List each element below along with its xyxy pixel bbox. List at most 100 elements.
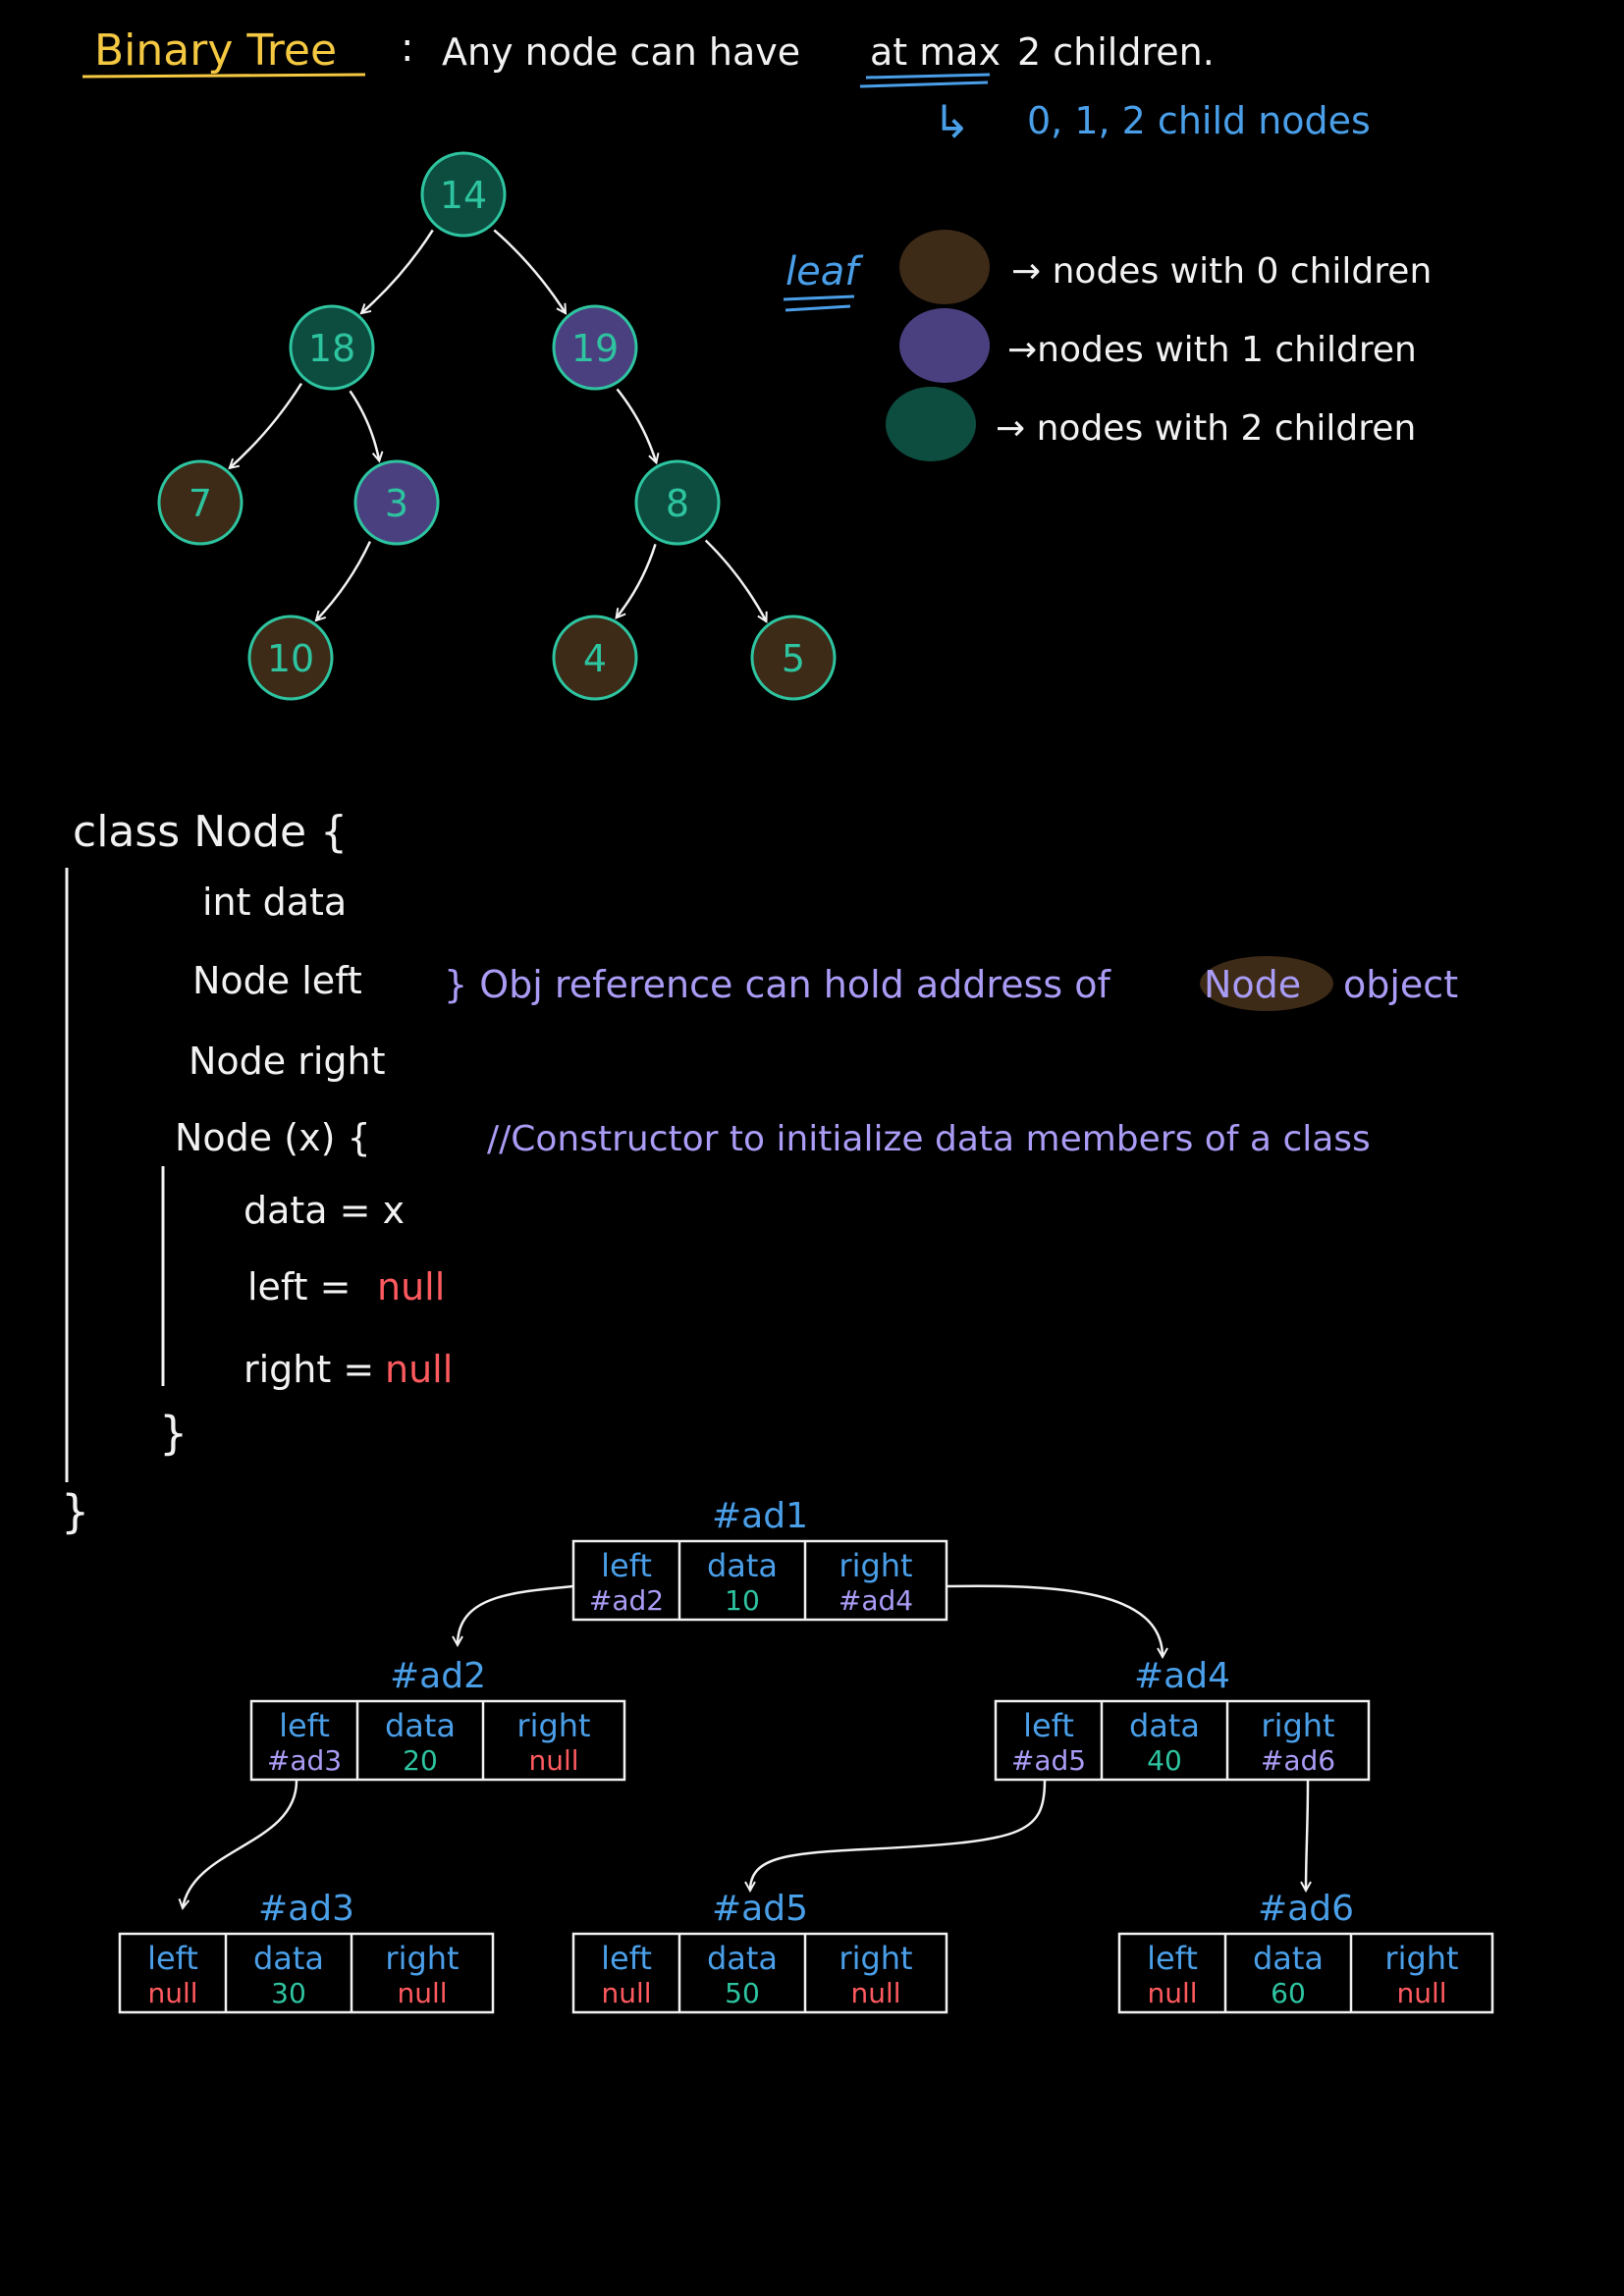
emph-underline-1: [865, 73, 991, 80]
tree-edge-n18-n3: [349, 390, 380, 460]
memory-box-address: #ad4: [1134, 1656, 1230, 1696]
tree-node-circle: [157, 459, 244, 546]
memory-cell-right-header: right: [516, 1707, 590, 1744]
tree-node-14: 14: [420, 151, 507, 238]
tree-node-circle: [353, 459, 440, 546]
header: Binary Tree : Any node can have at max 2…: [81, 26, 1371, 148]
code-assign-right-value: null: [385, 1348, 453, 1391]
memory-cell-right-value: #ad6: [1261, 1744, 1335, 1777]
code-brace-comment-highlight: Node: [1204, 963, 1301, 1006]
tree-node-circle: [247, 614, 334, 701]
memory-box-address: #ad6: [1258, 1889, 1354, 1929]
tree-edge-n14-n18: [361, 229, 434, 313]
node-highlight-swatch: [1200, 956, 1333, 1011]
tree-node-label: 4: [583, 637, 607, 680]
code-brace-comment-prefix: } Obj reference can hold address of: [444, 963, 1112, 1006]
memory-cell-left-header: left: [1023, 1707, 1074, 1744]
memory-box-frame: [118, 1932, 495, 2014]
memory-cell-right-header: right: [1384, 1940, 1458, 1977]
tree-edge-n19-n8: [616, 388, 657, 462]
memory-cell-left-value: #ad2: [589, 1584, 664, 1617]
code-ctor-close: }: [159, 1407, 188, 1460]
tree-edge-n8-n5: [704, 539, 767, 621]
code-ctor-line: Node (x) {: [175, 1116, 371, 1159]
tree-edge-n3-n10: [316, 541, 372, 620]
title-definition-prefix: Any node can have: [442, 30, 800, 74]
memory-box-address: #ad1: [712, 1496, 808, 1536]
code-brace-comment-suffix: object: [1343, 963, 1458, 1006]
code-assign-right-prefix: right =: [244, 1348, 374, 1391]
tree-node-circle: [552, 614, 638, 701]
tree-node-19: 19: [552, 304, 638, 391]
memory-cell-left-value: #ad5: [1011, 1744, 1086, 1777]
legend-item-text: →nodes with 1 children: [1007, 330, 1417, 370]
memory-link-b1-right-to-b4: [946, 1584, 1163, 1657]
tree-node-circle: [289, 304, 375, 391]
memory-cell-data-header: data: [1129, 1707, 1200, 1744]
code-class-line: class Node {: [73, 807, 348, 857]
memory-box-frame: [571, 1539, 948, 1622]
code-field-right: Node right: [189, 1040, 386, 1083]
legend-item-text: → nodes with 2 children: [996, 408, 1416, 449]
legend-swatch-one: [899, 308, 990, 383]
memory-cell-data-header: data: [707, 1547, 778, 1584]
code-ctor-comment: //Constructor to initialize data members…: [487, 1119, 1371, 1159]
memory-cell-right-value: null: [528, 1744, 578, 1777]
memory-box-address: #ad5: [712, 1889, 808, 1929]
memory-cell-left-value: null: [601, 1977, 651, 2009]
tree-node-10: 10: [247, 614, 334, 701]
tree-node-label: 18: [308, 327, 355, 370]
legend-label-underline-1: [783, 294, 855, 301]
memory-cell-data-value: 50: [725, 1977, 760, 2009]
memory-link-b1-left-to-b2: [458, 1584, 574, 1645]
memory-box-address: #ad3: [258, 1889, 354, 1929]
tree-node-label: 5: [782, 637, 805, 680]
tree-node-label: 19: [571, 327, 619, 370]
code-assign-data: data = x: [244, 1189, 405, 1232]
memory-box-frame: [994, 1699, 1371, 1782]
tree-node-label: 10: [267, 637, 314, 680]
memory-cell-data-header: data: [1253, 1940, 1324, 1977]
code-assign-left-value: null: [377, 1265, 445, 1308]
memory-link-b2-left-to-b3: [183, 1780, 298, 1908]
memory-cell-left-header: left: [1147, 1940, 1198, 1977]
legend: leaf → nodes with 0 children→nodes with …: [783, 230, 1432, 461]
memory-cell-data-value: 40: [1147, 1744, 1182, 1777]
memory-cell-right-header: right: [839, 1940, 912, 1977]
memory-cell-left-value: null: [147, 1977, 197, 2009]
memory-cell-data-header: data: [707, 1940, 778, 1977]
memory-link-b4-right-to-b6: [1306, 1780, 1308, 1891]
tree-node-circle: [750, 614, 837, 701]
tree-node-8: 8: [634, 459, 721, 546]
class-code: class Node { int data Node left Node rig…: [61, 807, 1458, 1538]
tree-node-label: 7: [189, 482, 212, 525]
memory-cell-right-value: null: [397, 1977, 447, 2009]
memory-cell-data-value: 60: [1271, 1977, 1306, 2009]
tree-edge-n18-n7: [230, 382, 303, 468]
memory-cell-data-value: 10: [725, 1584, 760, 1617]
tree-node-label: 8: [666, 482, 689, 525]
emph-underline-2: [859, 80, 989, 88]
tree-node-circle: [420, 151, 507, 238]
legend-item-one: →nodes with 1 children: [899, 308, 1417, 383]
memory-cell-data-header: data: [385, 1707, 456, 1744]
title-definition-emph: at max: [870, 30, 1001, 74]
memory-box-frame: [249, 1699, 626, 1782]
sub-arrow-icon: ↳: [933, 95, 971, 148]
code-assign-left-prefix: left =: [247, 1265, 351, 1308]
legend-item-two: → nodes with 2 children: [886, 387, 1416, 461]
memory-box-address: #ad2: [390, 1656, 486, 1696]
memory-cell-right-header: right: [385, 1940, 459, 1977]
legend-swatch-leaf: [899, 230, 990, 304]
legend-swatch-two: [886, 387, 976, 461]
tree-node-label: 14: [440, 174, 487, 217]
legend-item-text: → nodes with 0 children: [1011, 251, 1432, 292]
memory-cell-right-header: right: [1261, 1707, 1334, 1744]
title-definition-suffix: 2 children.: [1017, 30, 1215, 74]
